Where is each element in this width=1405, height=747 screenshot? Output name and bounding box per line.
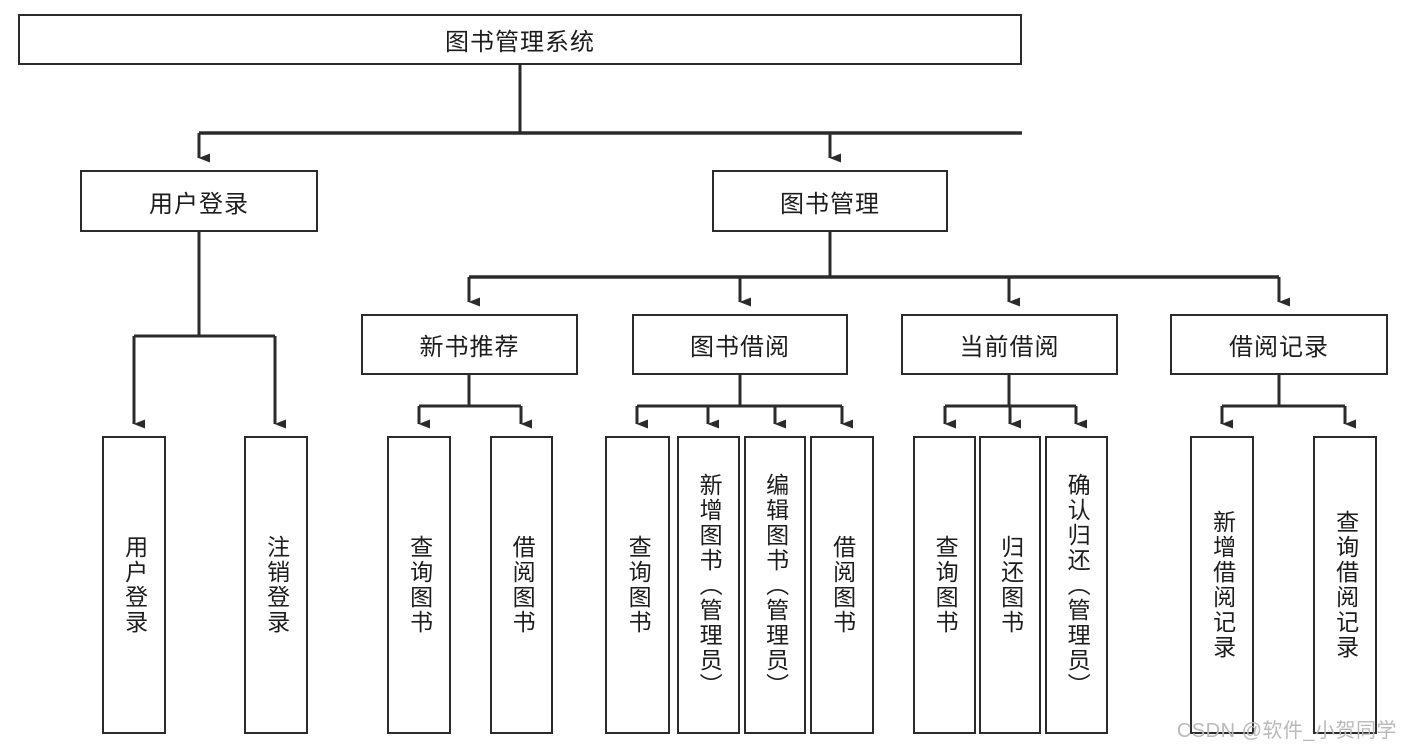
node-leaf-borrow-book-2-label: 借阅图书 <box>829 535 856 635</box>
node-leaf-borrow-book-1-label: 借阅图书 <box>509 535 536 635</box>
node-current-borrow[interactable]: 当前借阅 <box>901 314 1118 375</box>
node-leaf-edit-book[interactable]: 编辑图书（管理员） <box>744 436 806 734</box>
node-book-manage-label: 图书管理 <box>780 190 880 218</box>
node-borrow-record-label: 借阅记录 <box>1229 334 1329 361</box>
node-book-manage[interactable]: 图书管理 <box>712 170 948 232</box>
node-leaf-logout[interactable]: 注销登录 <box>244 436 308 734</box>
node-leaf-query-record-label: 查询借阅记录 <box>1332 510 1359 660</box>
node-leaf-query-book-3-label: 查询图书 <box>932 535 959 635</box>
node-book-borrow-label: 图书借阅 <box>690 334 790 361</box>
node-leaf-borrow-book-2[interactable]: 借阅图书 <box>810 436 874 734</box>
csdn-watermark: CSDN @软件_小贺同学 <box>1176 720 1397 742</box>
node-user-login[interactable]: 用户登录 <box>80 170 318 232</box>
node-leaf-user-login[interactable]: 用户登录 <box>102 436 166 734</box>
node-leaf-add-book[interactable]: 新增图书（管理员） <box>677 436 740 734</box>
node-leaf-return-book-label: 归还图书 <box>997 535 1024 635</box>
node-new-book-recommend-label: 新书推荐 <box>419 334 520 361</box>
node-current-borrow-label: 当前借阅 <box>959 334 1060 361</box>
node-leaf-borrow-book-1[interactable]: 借阅图书 <box>490 436 553 734</box>
node-leaf-user-login-label: 用户登录 <box>121 535 148 635</box>
node-leaf-query-book-2[interactable]: 查询图书 <box>605 436 670 734</box>
node-root-label: 图书管理系统 <box>445 29 595 56</box>
node-leaf-confirm-return[interactable]: 确认归还（管理员） <box>1045 436 1108 734</box>
node-new-book-recommend[interactable]: 新书推荐 <box>361 314 578 375</box>
node-leaf-add-book-label: 新增图书（管理员） <box>696 472 723 698</box>
node-leaf-query-book-3[interactable]: 查询图书 <box>913 436 976 734</box>
node-leaf-logout-label: 注销登录 <box>263 535 290 635</box>
node-borrow-record[interactable]: 借阅记录 <box>1170 314 1388 375</box>
node-leaf-edit-book-label: 编辑图书（管理员） <box>762 472 789 698</box>
node-user-login-label: 用户登录 <box>149 190 249 218</box>
node-leaf-add-record-label: 新增借阅记录 <box>1209 510 1236 660</box>
node-leaf-query-book-2-label: 查询图书 <box>625 535 652 635</box>
node-leaf-query-book-1-label: 查询图书 <box>406 535 433 635</box>
node-book-borrow[interactable]: 图书借阅 <box>632 314 848 375</box>
node-leaf-query-record[interactable]: 查询借阅记录 <box>1313 436 1377 734</box>
node-root-system[interactable]: 图书管理系统 <box>18 14 1022 65</box>
node-leaf-add-record[interactable]: 新增借阅记录 <box>1190 436 1254 734</box>
node-leaf-confirm-return-label: 确认归还（管理员） <box>1064 472 1091 698</box>
node-leaf-return-book[interactable]: 归还图书 <box>979 436 1041 734</box>
node-leaf-query-book-1[interactable]: 查询图书 <box>387 436 451 734</box>
